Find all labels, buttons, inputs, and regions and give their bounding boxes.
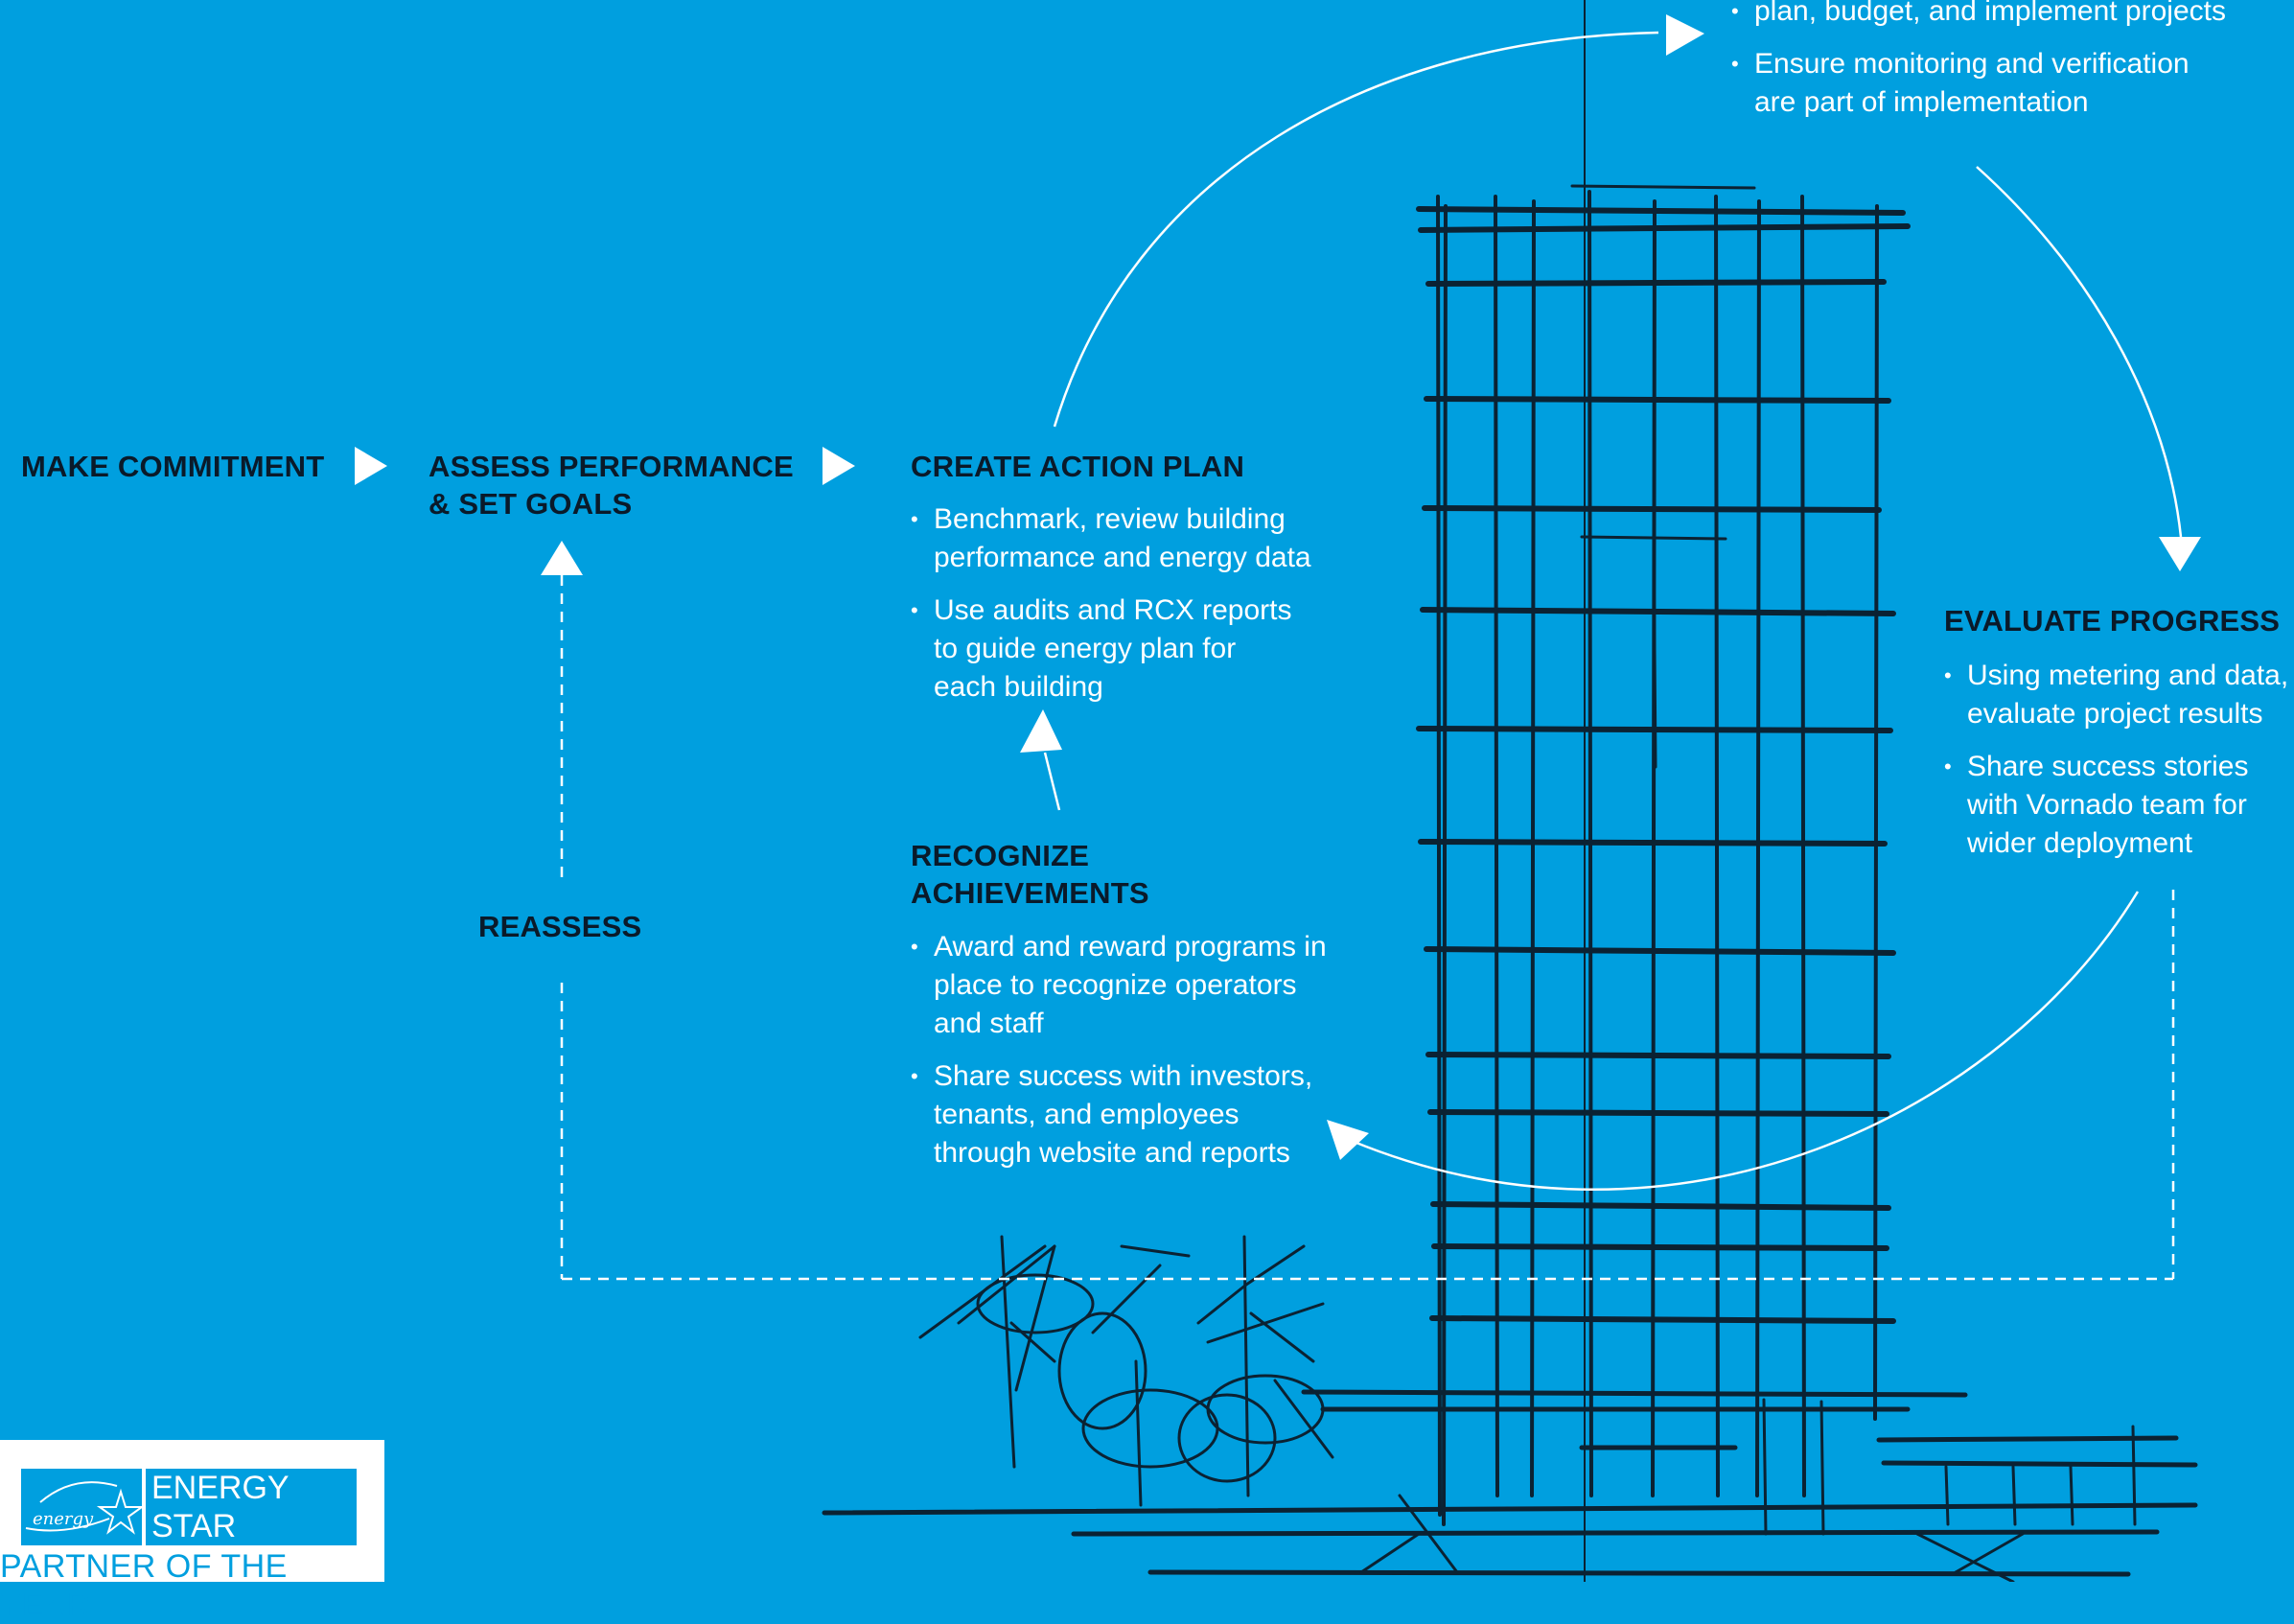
list-item: Share success stories with Vornado team … xyxy=(1944,748,2288,863)
create-action-plan-bullets: Benchmark, review building performance a… xyxy=(911,500,1311,721)
bullet-line: Ensure monitoring and verification xyxy=(1754,48,2190,80)
arrow-right-icon xyxy=(823,447,855,485)
building-sketch xyxy=(822,0,2198,1582)
assess-title-line2: & SET GOALS xyxy=(429,487,633,521)
bullet-line: performance and energy data xyxy=(934,542,1311,573)
evaluate-progress-title: EVALUATE PROGRESS xyxy=(1944,604,2281,638)
bullet-line: through website and reports xyxy=(934,1137,1290,1169)
arrow-head-implement xyxy=(1666,14,1704,56)
energy-script-text: energy xyxy=(33,1509,94,1529)
arrow-right-icon xyxy=(355,447,387,485)
bullet-line: to guide energy plan for xyxy=(934,633,1237,664)
bullet-line: are part of implementation xyxy=(1754,86,2089,118)
bullet-line: Award and reward programs in xyxy=(934,931,1327,963)
arrow-head-evaluate xyxy=(2159,537,2201,571)
list-item: Share success with investors, tenants, a… xyxy=(911,1057,1327,1172)
arrow-head-recognize xyxy=(1327,1120,1369,1160)
arrow-head-assess xyxy=(541,541,583,575)
badge-divider xyxy=(142,1469,146,1545)
list-item: Benchmark, review building performance a… xyxy=(911,500,1311,577)
recognize-achievements-title: RECOGNIZE ACHIEVEMENTS xyxy=(911,837,1149,912)
recognize-title-line2: ACHIEVEMENTS xyxy=(911,876,1149,910)
energy-star-icon: energy xyxy=(25,1481,146,1535)
bullet-line: Using metering and data, xyxy=(1967,660,2289,691)
recognize-achievements-bullets: Award and reward programs in place to re… xyxy=(911,928,1327,1187)
recognize-title-line1: RECOGNIZE xyxy=(911,839,1090,872)
badge-line2: AWARD 2013 xyxy=(151,1546,353,1583)
evaluate-progress-bullets: Using metering and data, evaluate projec… xyxy=(1944,657,2288,877)
assess-performance-title: ASSESS PERFORMANCE & SET GOALS xyxy=(429,448,794,522)
bullet-line: evaluate project results xyxy=(1967,698,2263,730)
bullet-line: Share success with investors, xyxy=(934,1060,1313,1092)
cycle-arrows xyxy=(541,14,2201,1281)
list-item: Using metering and data, evaluate projec… xyxy=(1944,657,2288,733)
bullet-line: Benchmark, review building xyxy=(934,503,1286,535)
bullet-line: plan, budget, and implement projects xyxy=(1754,0,2226,27)
bullet-line: Share success stories xyxy=(1967,751,2249,782)
bullet-line: with Vornado team for xyxy=(1967,789,2247,821)
energy-star-logo: energy xyxy=(21,1469,146,1545)
bullet-line: and staff xyxy=(934,1008,1044,1039)
bullet-line: wider deployment xyxy=(1967,827,2193,859)
list-item: Use audits and RCX reports to guide ener… xyxy=(911,592,1311,707)
implement-bullets: plan, budget, and implement projects Ens… xyxy=(1731,0,2226,136)
bullet-line: Use audits and RCX reports xyxy=(934,594,1292,626)
list-item: Award and reward programs in place to re… xyxy=(911,928,1327,1043)
bullet-line: each building xyxy=(934,671,1103,703)
bullet-line: tenants, and employees xyxy=(934,1099,1240,1130)
badge-line1: ENERGY STAR xyxy=(151,1470,289,1544)
reassess-label: REASSESS xyxy=(478,910,642,943)
badge-subtitle: PARTNER OF THE YEAR xyxy=(0,1548,288,1623)
bullet-line: place to recognize operators xyxy=(934,969,1297,1001)
energy-star-badge: energy ENERGY STAR AWARD 2013 PARTNER OF… xyxy=(0,1440,384,1623)
make-commitment-title: MAKE COMMITMENT xyxy=(21,450,325,483)
arrow-head-create-plan xyxy=(1020,709,1062,753)
badge-text: ENERGY STAR AWARD 2013 xyxy=(146,1469,357,1583)
list-item: Ensure monitoring and verification are p… xyxy=(1731,45,2226,122)
create-action-plan-title: CREATE ACTION PLAN xyxy=(911,450,1245,483)
assess-title-line1: ASSESS PERFORMANCE xyxy=(429,450,794,483)
list-item: plan, budget, and implement projects xyxy=(1731,0,2226,31)
